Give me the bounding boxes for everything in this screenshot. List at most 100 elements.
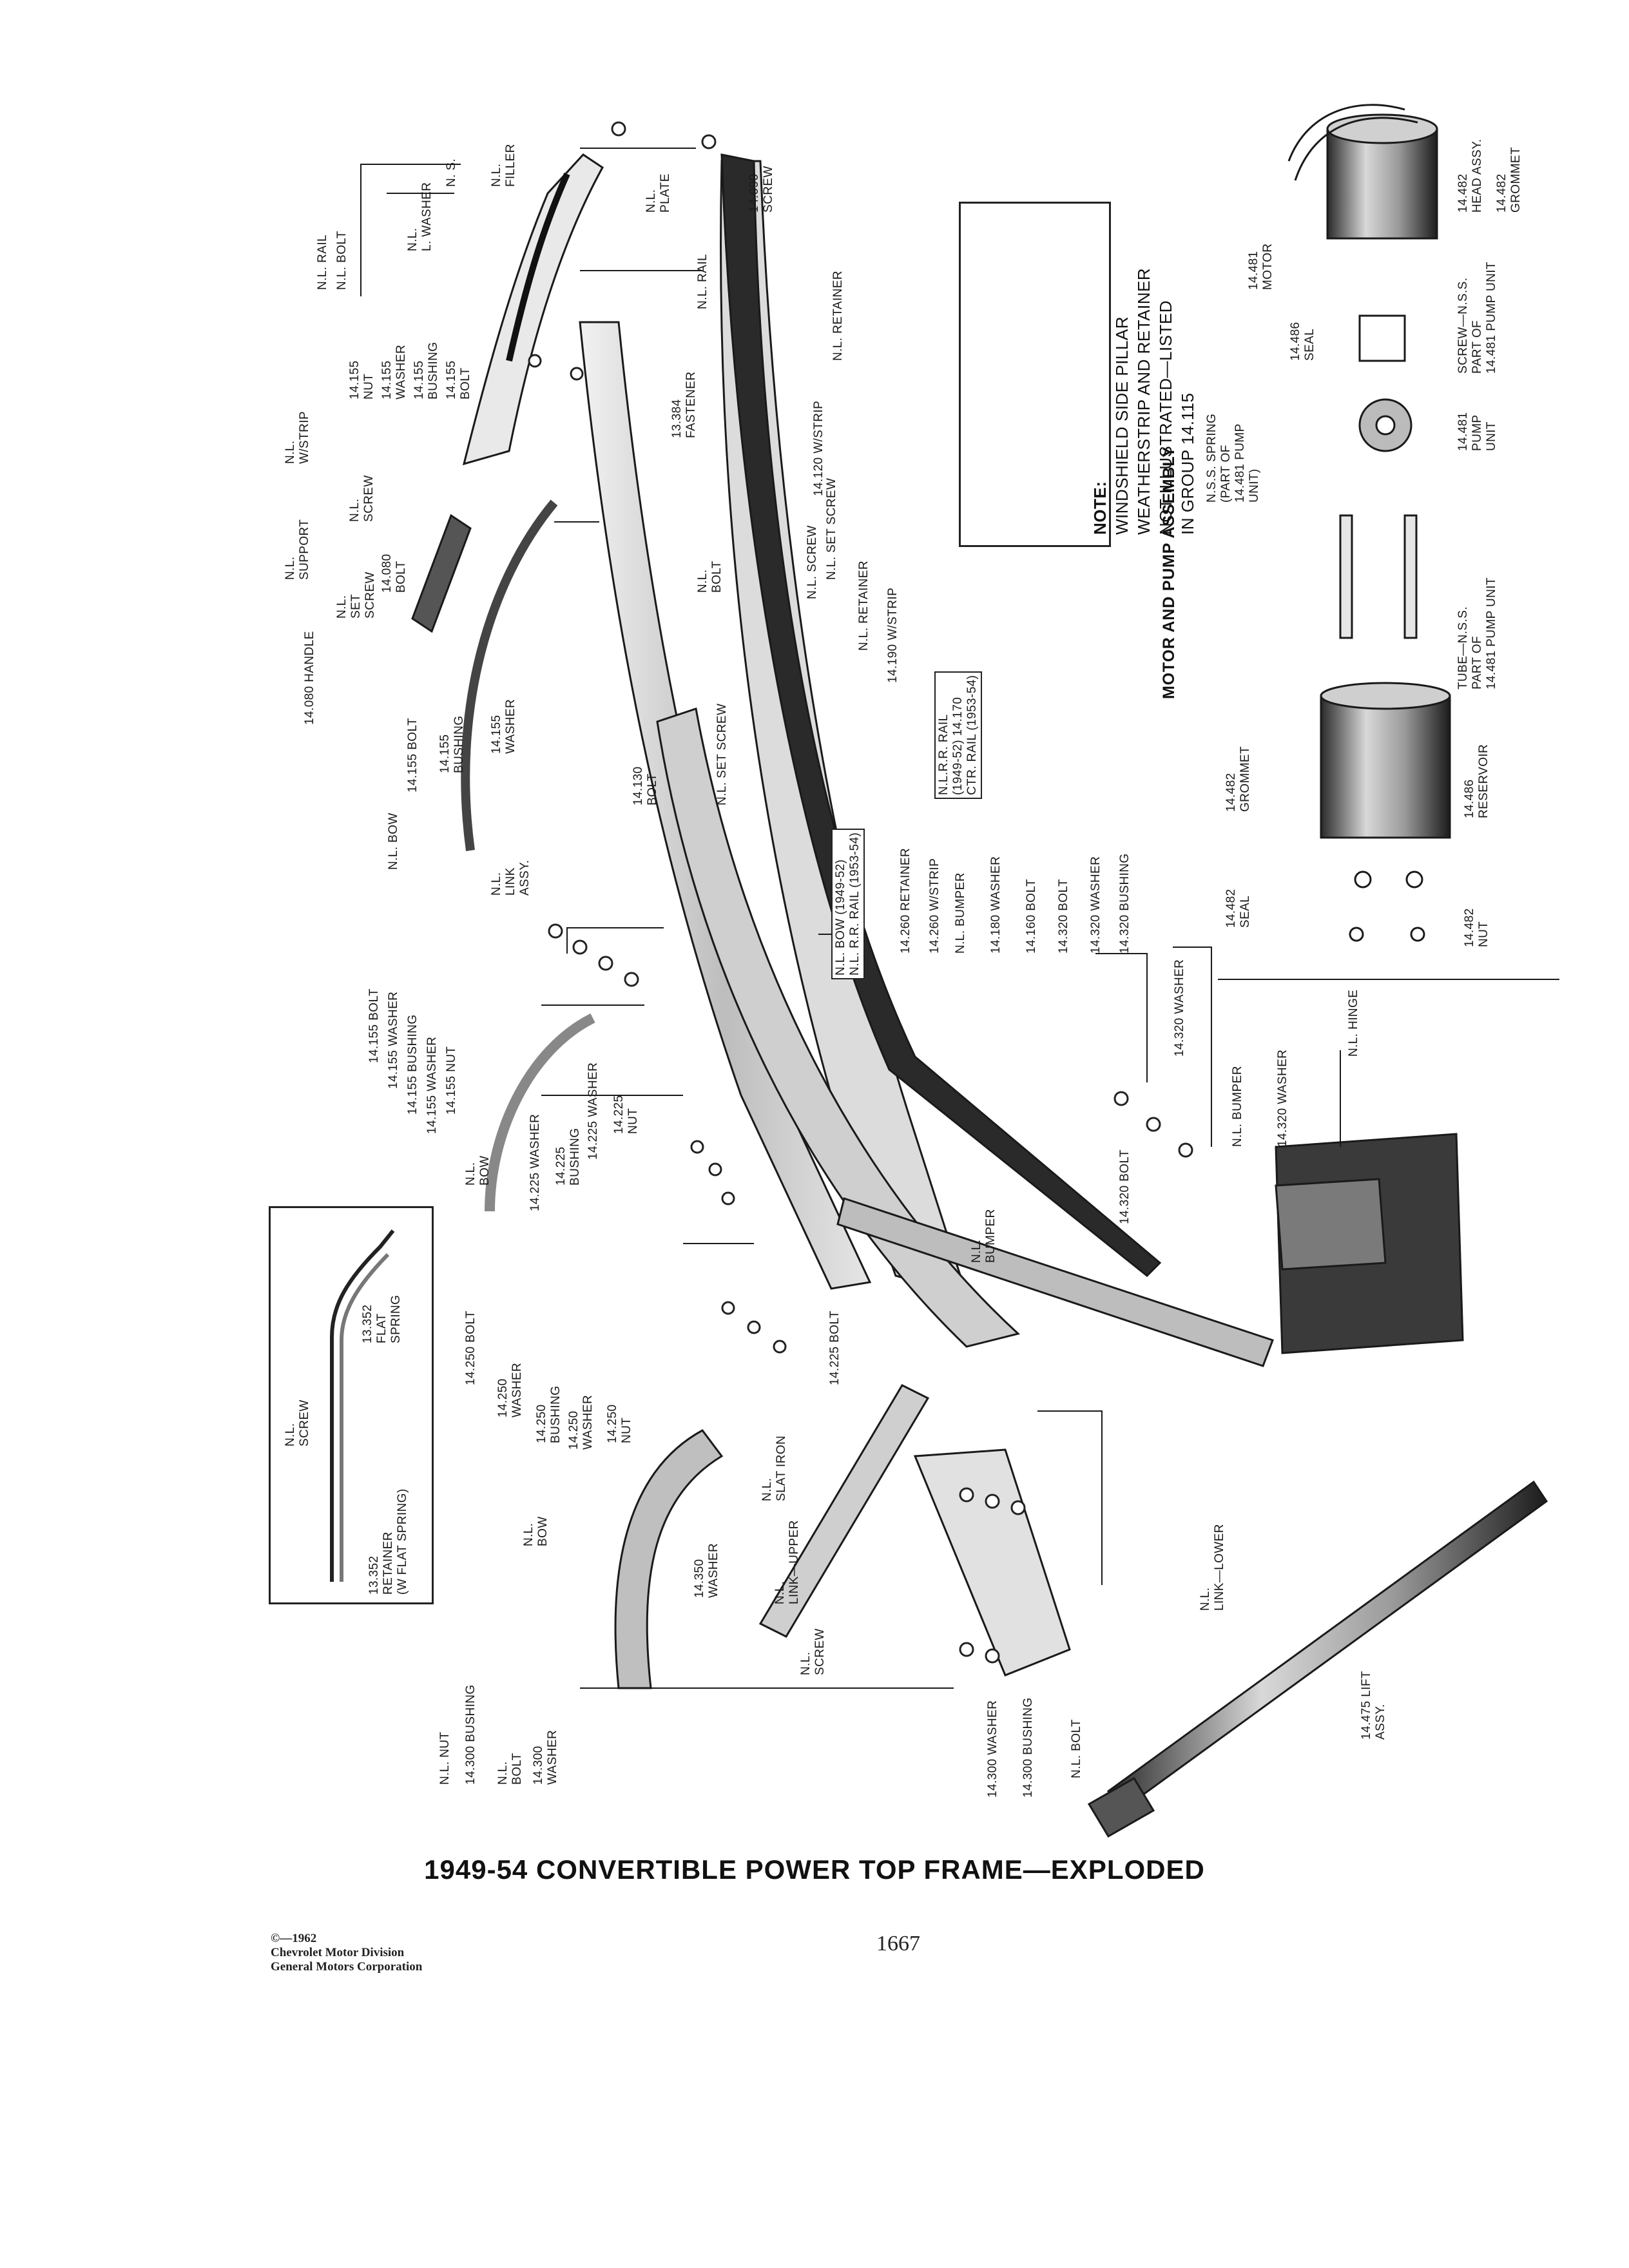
flat-spring-inset: N.L. SCREW 13.352 FLAT SPRING 13.352 RET… <box>269 1206 434 1604</box>
label-14130-bolt: 14.130 BOLT <box>631 766 659 805</box>
label-nl-bow-3: N.L. BOW <box>522 1516 550 1546</box>
label-14250-nut: 14.250 NUT <box>606 1404 633 1443</box>
inset-retainer: 13.352 RETAINER (W FLAT SPRING) <box>367 1488 409 1595</box>
label-nl-rail: N.L. RAIL <box>316 235 329 290</box>
label-nl-nut: N.L. NUT <box>438 1731 452 1785</box>
label-nl-screw-3: N.L. SCREW <box>799 1628 827 1675</box>
label-14225-washer: 14.225 WASHER <box>528 1113 542 1211</box>
label-14160-bolt: 14.160 BOLT <box>1025 878 1038 954</box>
label-14155-bushing: 14.155 BUSHING <box>412 341 440 399</box>
diagram-drawing <box>360 104 1559 1838</box>
label-nl-bolt-mid: N.L. BOLT <box>696 561 724 593</box>
label-14225-bolt: 14.225 BOLT <box>828 1310 842 1385</box>
label-14300-bushing: 14.300 BUSHING <box>1021 1697 1035 1798</box>
motor-label-screw-nss: SCREW—N.S.S. PART OF 14.481 PUMP UNIT <box>1456 262 1498 374</box>
copyright-block: ©—1962 Chevrolet Motor Division General … <box>271 1932 422 1974</box>
motor-body <box>1326 128 1438 240</box>
lower-link-bar <box>836 1197 1274 1367</box>
page-number: 1667 <box>876 1932 920 1956</box>
label-14180-washer: 14.180 WASHER <box>989 856 1003 954</box>
label-14250-washer: 14.250 WASHER <box>496 1362 524 1418</box>
link-lower <box>913 1448 1071 1677</box>
front-header-strip <box>506 172 570 362</box>
label-nl-rail-2: N.L. RAIL <box>696 254 709 309</box>
label-nl-wstrip: N.L. W/STRIP <box>284 411 311 464</box>
motor-label-nss-spring: N.S.S. SPRING (PART OF 14.481 PUMP UNIT) <box>1205 413 1261 503</box>
label-14155-bolt-2: 14.155 BOLT <box>406 717 419 793</box>
label-14320-bolt-2: 14.320 BOLT <box>1118 1149 1132 1224</box>
motor-label-seal-2: 14.482 SEAL <box>1224 889 1252 928</box>
label-14300-washer-2: 14.300 WASHER <box>532 1729 559 1785</box>
label-14260-wstrip: 14.260 W/STRIP <box>928 858 941 954</box>
slat-iron <box>758 1384 930 1638</box>
label-14225-nut: 14.225 NUT <box>612 1095 640 1134</box>
handle <box>411 514 472 633</box>
rear-rail-diagonal <box>656 707 1021 1348</box>
label-nl-set-screw-2: N.L. SET SCREW <box>335 572 377 619</box>
label-14300-bushing-2: 14.300 BUSHING <box>464 1684 477 1785</box>
label-nl-link-assy: N.L. LINK ASSY. <box>490 860 532 896</box>
note-text: NOTE: WINDSHIELD SIDE PILLAR WEATHERSTRI… <box>1089 268 1199 535</box>
motor-label-pump-unit: 14.481 PUMP UNIT <box>1456 412 1498 451</box>
label-14155-nut: 14.155 NUT <box>348 360 376 399</box>
note-line-2: WEATHERSTRIP AND RETAINER <box>1134 267 1153 535</box>
label-14320-bolt: 14.320 BOLT <box>1057 878 1070 954</box>
label-nl-l-washer: N.L. L. WASHER <box>406 182 434 251</box>
label-14155-bushing-3: 14.155 BUSHING <box>406 1014 419 1115</box>
label-nl-bow-1: N.L. BOW <box>387 812 400 870</box>
motor-pump-assembly <box>1218 104 1559 980</box>
label-nl-retainer-2: N.L. RETAINER <box>857 561 871 651</box>
inset-nl-screw: N.L. SCREW <box>284 1399 311 1446</box>
motor-label-seal: 14.486 SEAL <box>1289 322 1316 361</box>
label-nl-filler: N.L. FILLER <box>490 144 517 187</box>
lift-cylinder <box>1087 1480 1548 1838</box>
label-nl-support: N.L. SUPPORT <box>284 519 311 580</box>
bow-upper <box>461 499 558 851</box>
label-14120-wstrip: 14.120 W/STRIP <box>812 400 825 496</box>
note-box <box>959 202 1111 547</box>
motor-label-nut: 14.482 NUT <box>1463 908 1490 947</box>
label-nl-hinge: N.L. HINGE <box>1347 989 1360 1057</box>
label-nl-bumper-2: N.L. BUMPER <box>1231 1066 1244 1147</box>
inset-flat-spring: 13.352 FLAT SPRING <box>361 1294 403 1343</box>
label-13384-fastener: 13.384 FASTENER <box>670 371 698 439</box>
label-14080-bolt: 14.080 BOLT <box>380 553 408 593</box>
label-14155-bolt: 14.155 BOLT <box>445 360 472 399</box>
page-title: 1949-54 CONVERTIBLE POWER TOP FRAME—EXPL… <box>424 1854 1205 1885</box>
label-14320-bushing: 14.320 BUSHING <box>1118 853 1132 954</box>
motor-label-reservoir: 14.486 RESERVOIR <box>1463 744 1490 818</box>
label-14155-washer-2: 14.155 WASHER <box>490 698 517 754</box>
motor-label-tube-nss: TUBE—N.S.S. PART OF 14.481 PUMP UNIT <box>1456 577 1498 689</box>
label-14155-washer-4: 14.155 WASHER <box>425 1036 439 1134</box>
label-14320-washer-2: 14.320 WASHER <box>1173 959 1186 1057</box>
exploded-diagram: N.L. RAIL N.L. BOLT N.L. L. WASHER N. S.… <box>269 104 1559 1838</box>
motor-wires <box>1287 104 1418 181</box>
label-14080-handle: 14.080 HANDLE <box>303 631 316 725</box>
pump-unit <box>1358 314 1412 452</box>
motor-label-head-assy: 14.482 HEAD ASSY. <box>1456 139 1484 213</box>
label-nl-bumper-1: N.L. BUMPER <box>954 872 967 954</box>
hinge-plate <box>1275 1178 1387 1271</box>
motor-label-motor: 14.481 MOTOR <box>1247 243 1275 290</box>
label-14090-screw: 14.090 SCREW <box>747 166 775 213</box>
label-14320-washer: 14.320 WASHER <box>1089 856 1103 954</box>
label-14225-bushing: 14.225 BUSHING <box>554 1128 582 1186</box>
label-nl-screw-2: N.L. SCREW <box>805 525 819 599</box>
label-14190-wstrip: 14.190 W/STRIP <box>886 587 900 683</box>
label-nl-bolt-low2: N.L. BOLT <box>496 1753 524 1785</box>
reservoir-seal-nut <box>1349 870 1425 942</box>
label-nl-retainer-1: N.L. RETAINER <box>831 271 845 361</box>
label-nl-bow-rr-rail: N.L. BOW (1949-52) N.L. R.R. RAIL (1953-… <box>831 828 865 979</box>
label-14155-bolt-3: 14.155 BOLT <box>367 988 381 1063</box>
motor-label-grommet: 14.482 GROMMET <box>1495 146 1523 213</box>
note-line-1: WINDSHIELD SIDE PILLAR <box>1112 316 1132 535</box>
label-nl-rr-rail: N.L.R.R. RAIL (1949-52) 14.170 CTR. RAIL… <box>934 671 982 799</box>
bow-lower <box>614 1429 724 1689</box>
label-14250-bolt: 14.250 BOLT <box>464 1310 477 1385</box>
label-nl-bow-2: N.L. BOW <box>464 1155 492 1186</box>
label-nl-s: N. S. <box>445 158 458 187</box>
bow-middle <box>485 1013 595 1212</box>
label-nl-set-screw-1: N.L. SET SCREW <box>825 477 838 580</box>
label-14250-bushing: 14.250 BUSHING <box>535 1385 563 1443</box>
note-heading: NOTE: <box>1090 481 1110 535</box>
